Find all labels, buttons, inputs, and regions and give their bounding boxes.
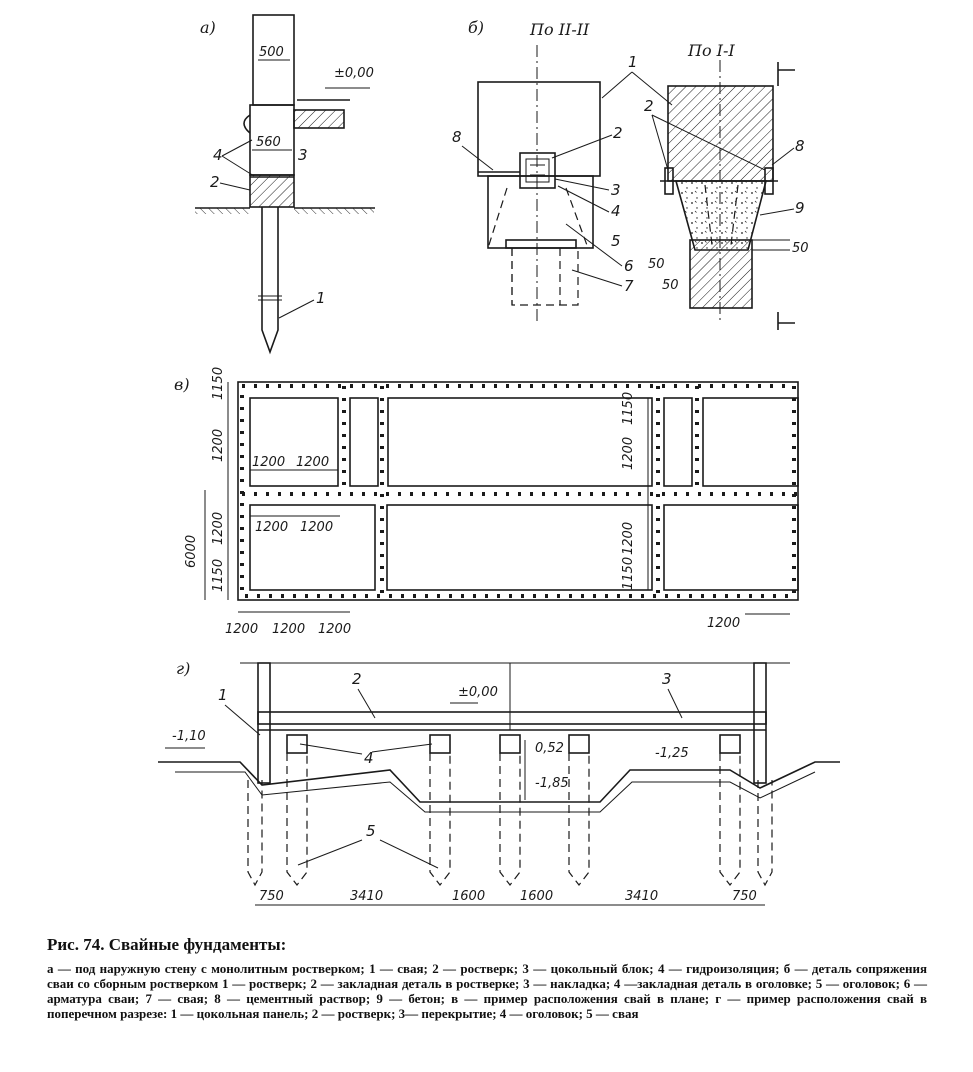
panel-a-tag: а) (200, 18, 216, 37)
label-g-2: 2 (352, 670, 362, 688)
dim-v-bottom-1: 1200 (225, 622, 258, 637)
dim-g-1600b: 1600 (520, 889, 553, 904)
label-g-4: 4 (364, 749, 374, 767)
ground-profile (158, 761, 840, 803)
dim-v-bottom-4: 1200 (707, 616, 740, 631)
dim-b-50a: 50 (792, 241, 809, 256)
panel-b: б) По II-II По I-I 8 1 (452, 18, 809, 330)
label-b-3: 3 (611, 181, 621, 199)
pile-section-1 (689, 239, 753, 309)
floor-slab (293, 109, 345, 129)
label-b-9: 9 (795, 199, 805, 217)
panel-a: а) 500 ±0,00 560 4 3 2 1 (195, 14, 375, 355)
label-a-1: 1 (316, 289, 326, 307)
label-b-8a: 8 (452, 128, 462, 146)
dim-v-mid-1150a: 1150 (621, 392, 636, 425)
label-b-8r: 8 (795, 137, 805, 155)
caption-text: а — под наружную стену с монолитным рост… (47, 961, 927, 1021)
label-b-2r: 2 (644, 97, 654, 115)
figure-drawings: а) 500 ±0,00 560 4 3 2 1 (158, 14, 840, 906)
dim-g-750a: 750 (259, 889, 284, 904)
socle-panel-right (753, 662, 767, 784)
dim-v-1200a: 1200 (211, 429, 226, 462)
section-grillage (257, 711, 767, 725)
pile (261, 207, 279, 355)
label-g-3: 3 (662, 670, 672, 688)
dim-v-1200b: 1200 (211, 512, 226, 545)
dim-v-inner-4: 1200 (300, 520, 333, 535)
dim-v-bottom-3: 1200 (318, 622, 351, 637)
plan-outline (237, 381, 799, 601)
dim-v-inner-3: 1200 (255, 520, 288, 535)
dim-v-1150b: 1150 (211, 559, 226, 592)
label-b-1: 1 (628, 53, 638, 71)
embedded-detail (519, 152, 556, 189)
panel-v-tag: в) (174, 375, 190, 394)
dim-v-mid-1150b: 1150 (621, 557, 636, 590)
label-b-6: 6 (624, 257, 634, 275)
dim-g-3410a: 3410 (350, 889, 383, 904)
dim-560: 560 (256, 135, 281, 150)
level-g-0-52: 0,52 (535, 741, 564, 756)
level-g-zero: ±0,00 (458, 685, 498, 700)
label-b-5: 5 (611, 232, 621, 250)
caption-title: Рис. 74. Свайные фундаменты: (47, 935, 287, 954)
grillage-section-2 (477, 81, 601, 177)
level-g-1-85: -1,85 (535, 776, 569, 791)
label-g-1: 1 (218, 686, 228, 704)
label-b-4: 4 (611, 202, 621, 220)
dim-b-50b: 50 (648, 257, 665, 272)
section-label-1: По I-I (687, 41, 735, 60)
panel-b-tag: б) (468, 18, 484, 37)
dim-b-50c: 50 (662, 278, 679, 293)
socle-panel-left (257, 662, 271, 784)
level-zero: ±0,00 (334, 66, 374, 81)
dim-v-6000: 6000 (184, 535, 199, 568)
panel-g-tag: г) (176, 659, 190, 678)
level-g-1-25: -1,25 (655, 746, 689, 761)
dim-500: 500 (259, 45, 284, 60)
dim-v-inner-1: 1200 (252, 455, 285, 470)
dim-g-750b: 750 (732, 889, 757, 904)
label-b-7: 7 (624, 277, 634, 295)
label-g-5: 5 (366, 822, 376, 840)
dim-v-bottom-2: 1200 (272, 622, 305, 637)
section-label-2: По II-II (529, 20, 590, 39)
panel-v: в) 1150 1200 6000 1200 1150 1200 1200 12… (174, 367, 799, 637)
dim-v-inner-2: 1200 (296, 455, 329, 470)
label-b-2: 2 (613, 124, 623, 142)
dim-g-1600a: 1600 (452, 889, 485, 904)
figure-caption: Рис. 74. Свайные фундаменты: а — под нар… (47, 935, 927, 1021)
level-g-1-10: -1,10 (172, 729, 206, 744)
dim-g-3410b: 3410 (625, 889, 658, 904)
dim-v-1150a: 1150 (211, 367, 226, 400)
label-a-3: 3 (298, 146, 308, 164)
dim-v-mid-1200b: 1200 (621, 522, 636, 555)
grillage (249, 174, 295, 208)
panel-g: г) ±0,00 -1,10 -1,25 (158, 659, 840, 906)
label-a-2: 2 (210, 173, 220, 191)
label-a-4: 4 (213, 146, 223, 164)
dim-v-mid-1200a: 1200 (621, 437, 636, 470)
